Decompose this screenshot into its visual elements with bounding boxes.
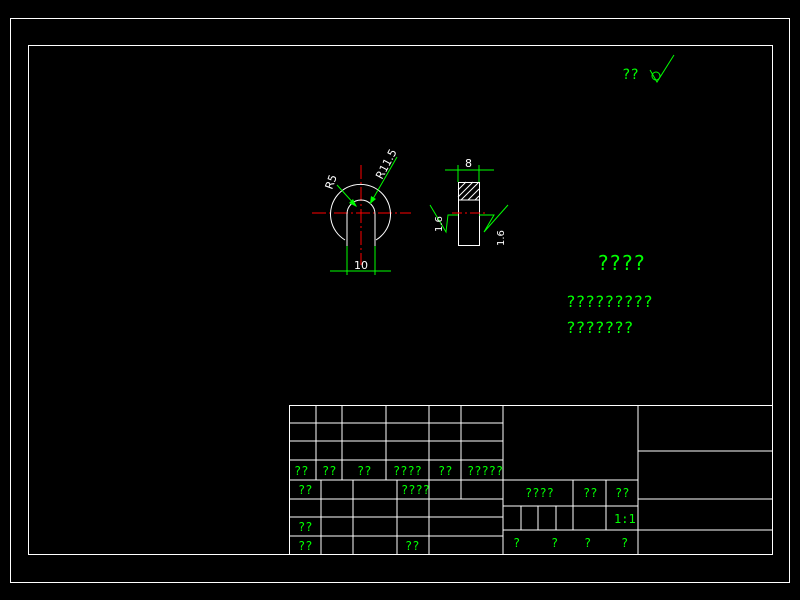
label-b: ???? — [401, 483, 430, 497]
dim-width-text: 10 — [354, 259, 368, 272]
title-block-text: ?? ?? ?? ???? ?? ????? ?? ???? ?? ?? ?? … — [294, 464, 636, 553]
general-roughness-symbol: ?? — [622, 54, 675, 83]
notes-line-1: ????????? — [566, 292, 653, 311]
front-inner-arc — [346, 199, 376, 215]
outer-border — [10, 18, 790, 583]
dim-thickness-text: 8 — [465, 157, 472, 170]
label-a: ?? — [298, 483, 312, 497]
dim-r11-5-arrow — [370, 196, 376, 204]
rough-left-icon — [429, 204, 458, 234]
sheet-label-2: ? — [584, 536, 591, 550]
row-header-1: ?? — [322, 464, 336, 478]
inner-border — [28, 45, 773, 555]
stage-label: ???? — [525, 486, 554, 500]
rough-right-text: 1.6 — [496, 230, 507, 246]
dim-r11-5-text: R11.5 — [373, 147, 400, 181]
label-e: ?? — [405, 539, 419, 553]
front-outer-arc — [330, 183, 391, 241]
weight-label: ?? — [583, 486, 597, 500]
dim-r5-arrow — [349, 199, 357, 207]
title-block — [289, 405, 773, 555]
row-header-3: ???? — [393, 464, 422, 478]
scale-label: ?? — [615, 486, 629, 500]
front-view: R5 R11.5 10 — [312, 147, 411, 275]
notes-line-2: ??????? — [566, 318, 633, 337]
sheet-label-3: ? — [621, 536, 628, 550]
roughness-tick-icon — [649, 54, 675, 83]
technical-notes: ???? ????????? ??????? — [566, 251, 653, 337]
roughness-label: ?? — [622, 67, 639, 83]
sheet-label-0: ? — [513, 536, 520, 550]
rough-right-icon — [479, 204, 509, 233]
sheet-label-1: ? — [551, 536, 558, 550]
row-header-4: ?? — [438, 464, 452, 478]
side-body — [458, 182, 480, 246]
label-d: ?? — [298, 539, 312, 553]
dim-r11-5-leader — [369, 156, 398, 205]
notes-title: ???? — [597, 251, 645, 275]
row-header-0: ?? — [294, 464, 308, 478]
side-hatching — [457, 181, 480, 201]
rough-left-text: 1.6 — [434, 216, 445, 232]
dim-r5-text: R5 — [323, 173, 340, 191]
roughness-circle-icon — [651, 71, 661, 81]
label-c: ?? — [298, 520, 312, 534]
row-header-5: ????? — [467, 464, 503, 478]
row-header-2: ?? — [357, 464, 371, 478]
side-view: 8 1.6 1.6 — [429, 157, 509, 246]
scale-value: 1:1 — [614, 512, 636, 526]
